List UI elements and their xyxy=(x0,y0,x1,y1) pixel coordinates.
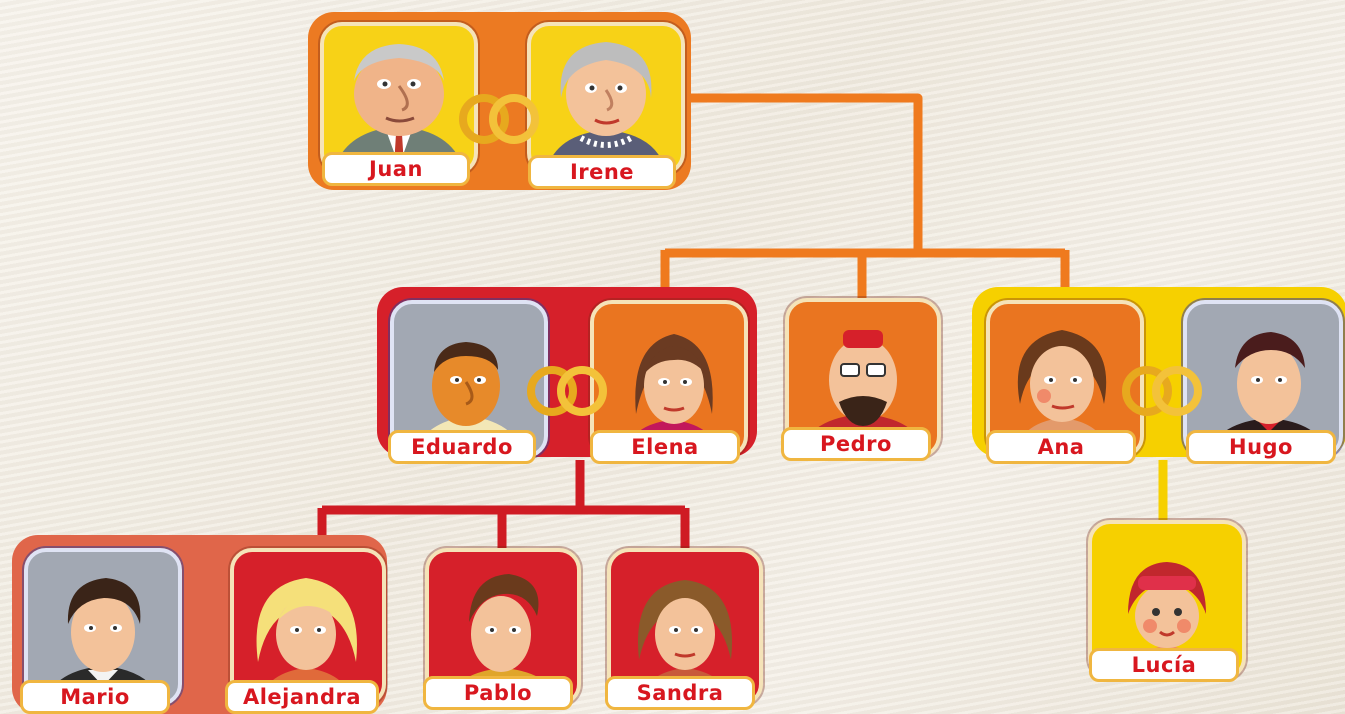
name-label-elena: Elena xyxy=(590,430,740,464)
name-label-eduardo: Eduardo xyxy=(388,430,536,464)
name-label-mario: Mario xyxy=(20,680,170,714)
irene-avatar-icon xyxy=(546,42,666,171)
name-label-hugo: Hugo xyxy=(1186,430,1336,464)
name-label-pablo: Pablo xyxy=(423,676,573,710)
wedding-rings-icon xyxy=(1122,366,1202,416)
name-label-alejandra: Alejandra xyxy=(225,680,379,714)
line-grandparents-to-children xyxy=(690,93,923,250)
line-elena-to-kids xyxy=(317,460,690,555)
name-label-lucia: Lucía xyxy=(1089,648,1239,682)
name-label-pedro: Pedro xyxy=(781,427,931,461)
name-label-ana: Ana xyxy=(986,430,1136,464)
portrait-pedro[interactable] xyxy=(785,298,941,458)
wedding-rings-icon xyxy=(459,94,539,144)
wedding-rings-icon xyxy=(527,366,607,416)
name-label-sandra: Sandra xyxy=(605,676,755,710)
name-label-irene: Irene xyxy=(528,155,676,189)
name-label-juan: Juan xyxy=(322,152,470,186)
portrait-irene[interactable] xyxy=(527,22,685,175)
